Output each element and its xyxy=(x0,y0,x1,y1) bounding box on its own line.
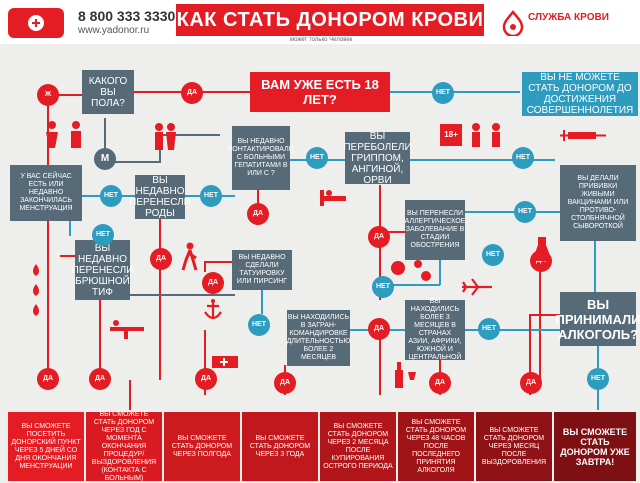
age-question-box: ВАМ УЖЕ ЕСТЬ 18 ЛЕТ? xyxy=(250,72,390,112)
female-circle: Ж xyxy=(37,84,59,106)
no-circle-menstruation: НЕТ xyxy=(100,185,122,207)
yes-circle-alcohol: ДА xyxy=(520,372,542,394)
blood-bag-icon xyxy=(8,8,64,38)
age18-badge: 18+ xyxy=(440,124,462,146)
yes-circle-births: ДА xyxy=(150,248,172,270)
alcohol-question-box: ВЫ ПРИНИМАЛИ АЛКОГОЛЬ? xyxy=(556,292,640,346)
no-circle-hepatitis: НЕТ xyxy=(306,147,328,169)
outcome-box-2: ВЫ СМОЖЕТЕ СТАТЬ ДОНОРОМ ЧЕРЕЗ ГОД С МОМ… xyxy=(86,411,162,482)
outcome-box-7: ВЫ СМОЖЕТЕ СТАТЬ ДОНОРОМ ЧЕРЕЗ МЕСЯЦ ПОС… xyxy=(476,412,552,481)
syringe-icon xyxy=(560,130,606,141)
people-icon xyxy=(472,123,500,147)
hospital-bed-icon xyxy=(320,190,346,206)
airplane-icon xyxy=(462,278,492,296)
logo: СЛУЖБА КРОВИ xyxy=(500,8,620,38)
hepatitis-question-box: ВЫ НЕДАВНО КОНТАКТИРОВАЛИ С БОЛЬНЫМИ ГЕП… xyxy=(228,126,294,190)
operating-table-icon xyxy=(110,320,144,339)
underage-box: ВЫ НЕ МОЖЕТЕ СТАТЬ ДОНОРОМ ДО ДОСТИЖЕНИЯ… xyxy=(522,72,638,116)
outcome-box-8: ВЫ СМОЖЕТЕ СТАТЬ ДОНОРОМ УЖЕ ЗАВТРА! xyxy=(554,412,636,481)
yes-circle-age: ДА xyxy=(181,82,203,104)
yes-circle-business-2: ДА xyxy=(274,372,296,394)
travel-question-box: ВЫ НАХОДИЛИСЬ БОЛЕЕ 3 МЕСЯЦЕВ В СТРАНАХ … xyxy=(405,298,465,361)
tattoo-question-box: ВЫ НЕДАВНО СДЕЛАЛИ ТАТУИРОВКУ ИЛИ ПИРСИН… xyxy=(232,250,292,290)
menstruation-question-box: У ВАС СЕЙЧАС ЕСТЬ ИЛИ НЕДАВНО ЗАКОНЧИЛАС… xyxy=(10,165,82,221)
ambulance-icon xyxy=(212,356,238,368)
wine-bottle-icon xyxy=(395,362,416,388)
female-male-people-icon xyxy=(46,121,81,148)
no-circle-flu: НЕТ xyxy=(512,147,534,169)
yes-circle-business: ДА xyxy=(368,318,390,340)
flask-icon xyxy=(532,237,552,261)
births-question-box: ВЫ НЕДАВНО ПЕРЕНЕСЛИ РОДЫ xyxy=(129,175,191,219)
logo-text: СЛУЖБА КРОВИ xyxy=(528,12,609,23)
page-subtitle: может только Человек xyxy=(290,37,353,43)
outcome-box-5: ВЫ СМОЖЕТЕ СТАТЬ ДОНОРОМ ЧЕРЕЗ 2 МЕСЯЦА … xyxy=(320,412,396,481)
yes-circle-tattoo-2: ДА xyxy=(195,368,217,390)
page-title: КАК СТАТЬ ДОНОРОМ КРОВИ xyxy=(176,4,484,36)
no-circle-allergy: НЕТ xyxy=(482,244,504,266)
male-circle: М xyxy=(94,148,116,170)
no-circle-age: НЕТ xyxy=(432,82,454,104)
vaccine-question-box: ВЫ ДЕЛАЛИ ПРИВИВКИ ЖИВЫМИ ВАКЦИНАМИ ИЛИ … xyxy=(560,165,636,241)
no-circle-menstruation-2: НЕТ xyxy=(92,224,114,246)
walking-person-icon xyxy=(181,242,198,271)
allergy-question-box: ВЫ ПЕРЕНЕСЛИ АЛЛЕРГИЧЕСКОЕ ЗАБОЛЕВАНИЕ В… xyxy=(405,200,465,260)
yes-circle-hepatitis: ДА xyxy=(247,203,269,225)
blood-drops-icon xyxy=(33,264,39,316)
anchor-icon xyxy=(204,299,222,320)
no-circle-tattoo: НЕТ xyxy=(372,276,394,298)
heart-drop-icon xyxy=(502,10,524,36)
no-circle-travel: НЕТ xyxy=(478,318,500,340)
outcome-box-6: ВЫ СМОЖЕТЕ СТАТЬ ДОНОРОМ ЧЕРЕЗ 48 ЧАСОВ … xyxy=(398,412,474,481)
no-circle-vaccine: НЕТ xyxy=(514,201,536,223)
no-circle-typhus: НЕТ xyxy=(248,314,270,336)
outcome-box-4: ВЫ СМОЖЕТЕ СТАТЬ ДОНОРОМ ЧЕРЕЗ 3 ГОДА xyxy=(242,412,318,481)
no-circle-births: НЕТ xyxy=(200,185,222,207)
virus-icon xyxy=(391,260,431,281)
typhus-question-box: ВЫ НЕДАВНО ПЕРЕНЕСЛИ БРЮШНОЙ ТИФ xyxy=(72,240,133,300)
no-circle-alcohol: НЕТ xyxy=(587,368,609,390)
yes-circle-flu: ДА xyxy=(368,226,390,248)
couple-icon xyxy=(155,123,176,150)
yes-circle-tattoo: ДА xyxy=(202,272,224,294)
phone-number[interactable]: 8 800 333 3330 xyxy=(78,8,176,24)
gender-question-box: КАКОГО ВЫ ПОЛА? xyxy=(82,70,134,114)
yes-circle-typhus: ДА xyxy=(89,368,111,390)
business-trip-question-box: ВЫ НАХОДИЛИСЬ В ЗАГРАН-КОМАНДИРОВКЕ ДЛИТ… xyxy=(287,310,350,366)
header: 8 800 333 3330 www.yadonor.ru КАК СТАТЬ … xyxy=(0,0,640,44)
yes-circle-travel: ДА xyxy=(429,372,451,394)
outcome-box-1: ВЫ СМОЖЕТЕ ПОСЕТИТЬ ДОНОРСКИЙ ПУНКТ ЧЕРЕ… xyxy=(8,412,84,481)
outcome-box-3: ВЫ СМОЖЕТЕ СТАТЬ ДОНОРОМ ЧЕРЕЗ ПОЛГОДА xyxy=(164,412,240,481)
website-link[interactable]: www.yadonor.ru xyxy=(78,25,150,36)
flu-question-box: ВЫ ПЕРЕБОЛЕЛИ ГРИППОМ, АНГИНОЙ, ОРВИ xyxy=(343,130,412,186)
yes-circle-menstruation: ДА xyxy=(37,368,59,390)
